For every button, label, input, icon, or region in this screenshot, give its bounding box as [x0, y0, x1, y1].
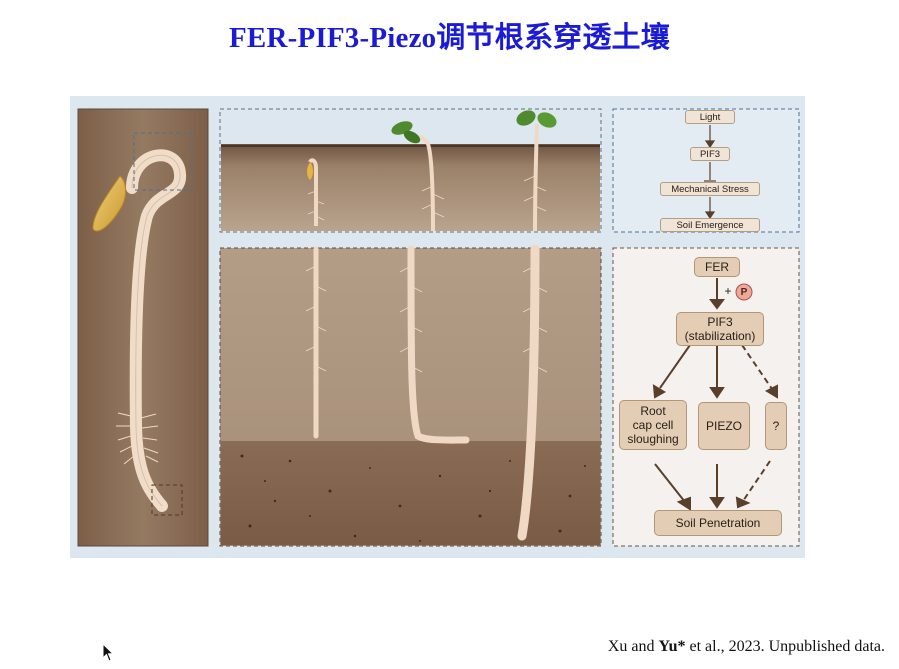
node-soil-penetration: Soil Penetration — [654, 510, 782, 536]
pif3-line2: (stabilization) — [684, 329, 756, 343]
node-soil-emergence: Soil Emergence — [660, 218, 760, 232]
penetration-panel — [219, 244, 602, 547]
phospho-circle — [735, 283, 753, 301]
mouse-cursor-icon — [102, 643, 115, 662]
node-unknown: ? — [765, 402, 787, 450]
fer-flow-arrows — [652, 278, 778, 511]
node-light: Light — [685, 110, 735, 124]
light-flow-box — [612, 108, 800, 233]
root-cap-line3: sloughing — [627, 432, 679, 446]
pif3-line1: PIF3 — [707, 315, 733, 329]
phospho-label: P — [740, 286, 748, 298]
plus-sign: + — [724, 284, 732, 298]
citation-prefix: Xu and — [607, 638, 659, 655]
root-cap-line1: Root — [640, 404, 666, 418]
node-fer: FER — [694, 257, 740, 277]
fer-flow-box — [612, 247, 800, 547]
slide-title: FER-PIF3-Piezo调节根系穿透土壤 — [229, 22, 670, 54]
node-piezo: PIEZO — [698, 402, 750, 450]
citation-suffix: et al., 2023. Unpublished data. — [685, 638, 885, 655]
left-seedling-panel — [77, 108, 209, 547]
node-pif3-stabilization: PIF3 (stabilization) — [676, 312, 764, 346]
figure-panel: Light PIF3 Mechanical Stress Soil Emerge… — [70, 96, 805, 558]
node-pif3-small: PIF3 — [690, 147, 730, 161]
emergence-panel — [219, 108, 602, 233]
light-flow-arrows — [704, 125, 716, 220]
root-cap-line2: cap cell — [632, 418, 674, 432]
node-mechanical-stress: Mechanical Stress — [660, 182, 760, 196]
figure-illustration — [77, 108, 800, 547]
citation: Xu and Yu* et al., 2023. Unpublished dat… — [608, 638, 885, 656]
citation-bold: Yu* — [658, 638, 686, 655]
node-root-cap: Root cap cell sloughing — [619, 400, 687, 450]
